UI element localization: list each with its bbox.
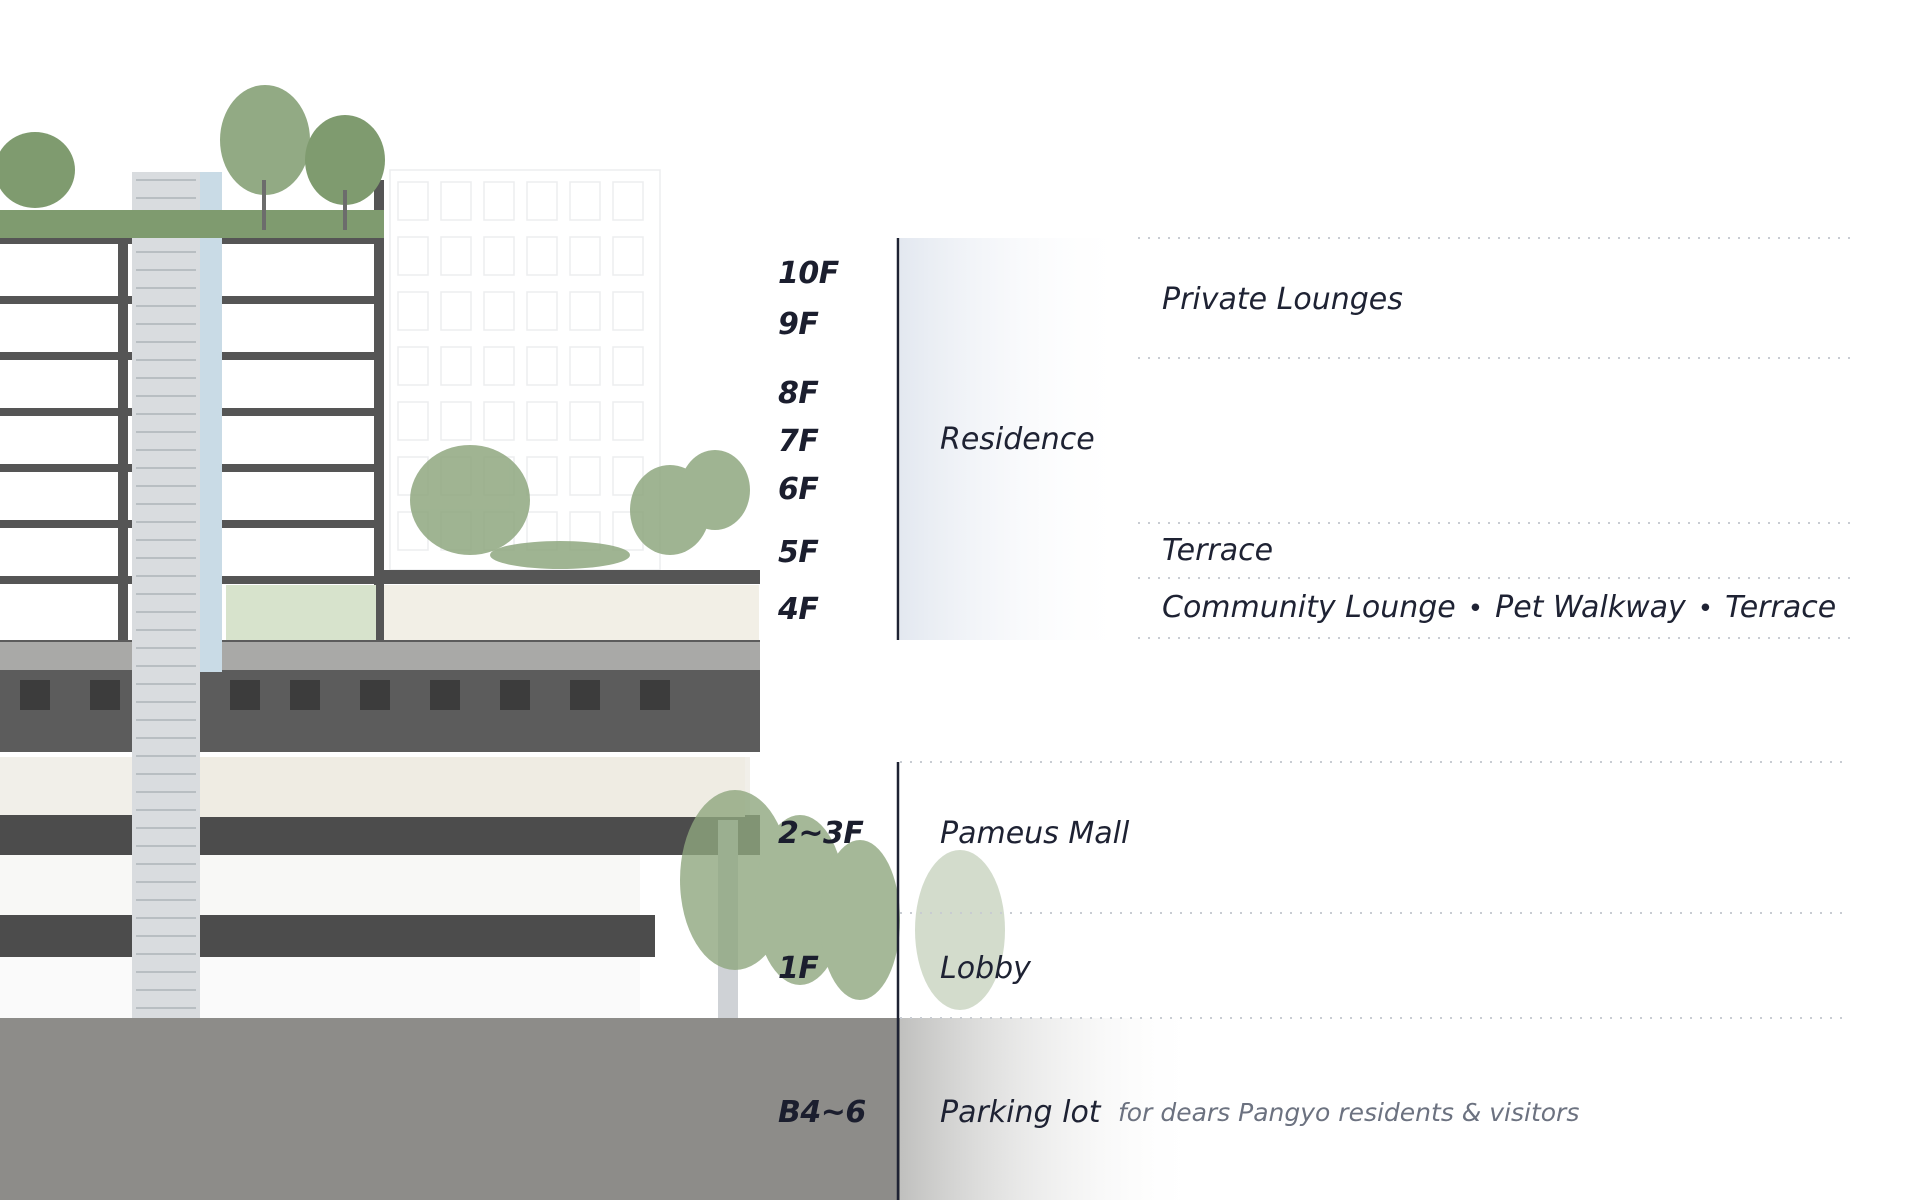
background-window [612, 236, 644, 276]
background-window [397, 291, 429, 331]
floor-label-2-3f: 2~3F [778, 816, 864, 851]
floor-label-1f: 1F [778, 951, 819, 986]
background-window [440, 346, 472, 386]
background-building [389, 169, 661, 571]
residence-band [900, 238, 1130, 640]
background-window [569, 236, 601, 276]
slab [384, 570, 760, 584]
background-window [440, 236, 472, 276]
background-window [612, 291, 644, 331]
amenity-private-lounges: Private Lounges [1162, 282, 1403, 317]
floor-label-6f: 6F [778, 472, 819, 507]
background-window [397, 346, 429, 386]
background-window [526, 346, 558, 386]
floor-label-5f: 5F [778, 535, 819, 570]
separator-dot: • [1467, 594, 1484, 624]
zone-label-residence: Residence [940, 422, 1095, 457]
background-window [612, 181, 644, 221]
background-window [612, 456, 644, 496]
background-window [526, 401, 558, 441]
background-window [397, 181, 429, 221]
background-window [483, 401, 515, 441]
background-window [612, 346, 644, 386]
floor-label-7f: 7F [778, 424, 819, 459]
floor-label-b4-6: B4~6 [778, 1095, 866, 1130]
background-window [483, 291, 515, 331]
parking-note: for dears Pangyo residents & visitors [1118, 1098, 1580, 1127]
zone-label-mall: Pameus Mall [940, 816, 1130, 851]
zone-label-parking: Parking lot [940, 1095, 1101, 1130]
background-window [569, 401, 601, 441]
guide-lines [900, 237, 1850, 1019]
terrace-trees [410, 445, 750, 569]
amenity-pet-walkway: Pet Walkway [1495, 590, 1686, 625]
background-window [397, 236, 429, 276]
elevator-core [132, 172, 200, 1018]
slab [0, 915, 655, 957]
background-window [526, 456, 558, 496]
background-window [483, 236, 515, 276]
underground-fade [900, 1018, 1200, 1200]
background-window [440, 401, 472, 441]
floor-label-10f: 10F [778, 256, 839, 291]
background-window [569, 181, 601, 221]
background-window [483, 346, 515, 386]
background-window [569, 291, 601, 331]
street-trees [680, 790, 1005, 1010]
floor-label-9f: 9F [778, 307, 819, 342]
background-window [569, 346, 601, 386]
slab [0, 815, 760, 855]
amenity-terrace: Terrace [1162, 533, 1274, 568]
background-window [526, 181, 558, 221]
separator-dot: • [1697, 594, 1714, 624]
floor-label-8f: 8F [778, 376, 819, 411]
background-window [483, 181, 515, 221]
rooftop-trees [0, 85, 385, 238]
background-window [440, 291, 472, 331]
zone-label-lobby: Lobby [940, 951, 1031, 986]
background-window [397, 401, 429, 441]
amenity-row-4f: Community Lounge • Pet Walkway • Terrace [1162, 590, 1836, 625]
background-window [526, 236, 558, 276]
underground [0, 1018, 900, 1200]
background-window [569, 456, 601, 496]
background-window [526, 291, 558, 331]
amenity-community-lounge: Community Lounge [1162, 590, 1456, 625]
floor-label-4f: 4F [778, 592, 819, 627]
amenity-terrace-4f: Terrace [1725, 590, 1837, 625]
background-window [440, 181, 472, 221]
background-window [612, 401, 644, 441]
